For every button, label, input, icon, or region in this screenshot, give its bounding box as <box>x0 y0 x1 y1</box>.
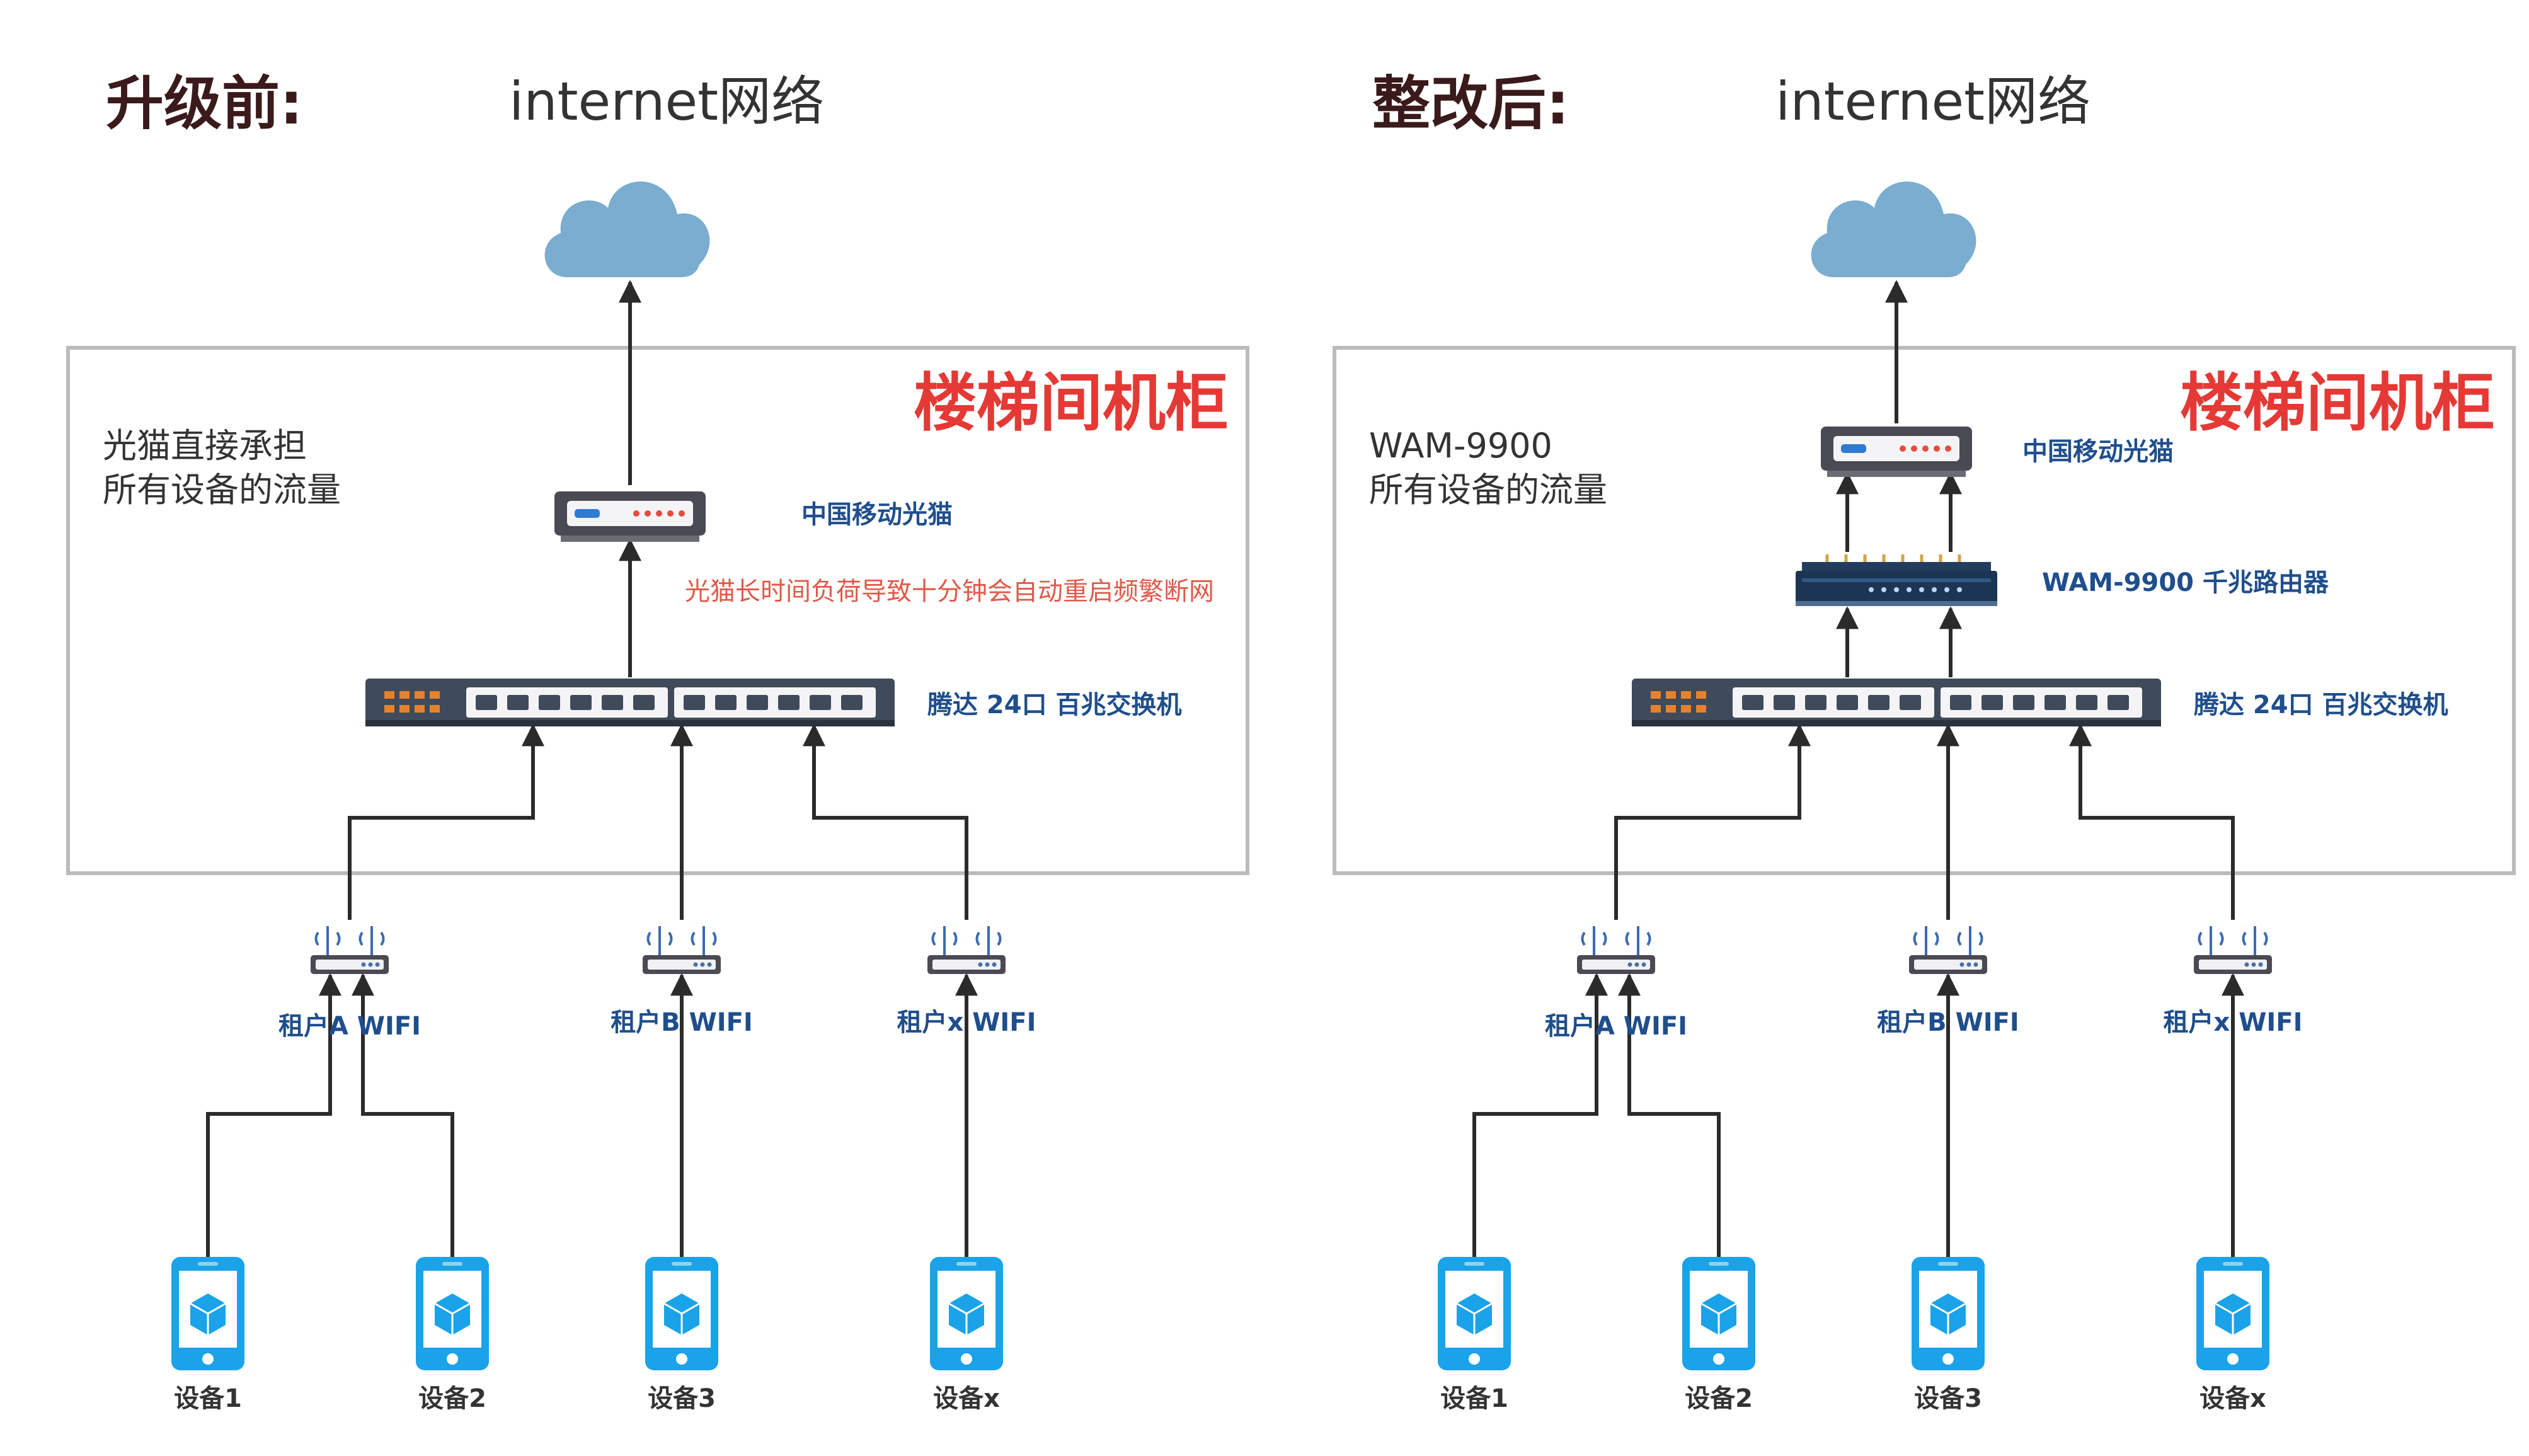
wifi-router-icon <box>2193 925 2273 975</box>
cabinet-box <box>66 346 1249 875</box>
device1-link <box>1472 973 1608 1260</box>
phone-device-icon <box>1910 1256 1986 1372</box>
device2-link <box>352 973 454 1260</box>
device-label: 设备2 <box>418 1384 486 1413</box>
panel-after: 整改后: internet网络 楼梯间机柜 WAM-9900 所有设备的流量 中… <box>1333 70 2516 1413</box>
wifi-a-to-switch-link <box>348 723 544 920</box>
internet-label: internet网络 <box>509 71 824 132</box>
wifi-label: 租户A WIFI <box>1545 1012 1687 1041</box>
modem-label: 中国移动光猫 <box>801 500 953 529</box>
router-label: WAM-9900 千兆路由器 <box>2042 568 2329 597</box>
warning-note: 光猫长时间负荷导致十分钟会自动重启频繁断网 <box>685 577 1214 606</box>
before-title: 升级前: <box>106 70 303 137</box>
cabinet-label: 楼梯间机柜 <box>914 366 1229 440</box>
wifi-label: 租户x WIFI <box>897 1008 1036 1037</box>
phone-device-icon <box>644 1256 720 1372</box>
optical-modem-icon <box>1821 427 1972 477</box>
device-label: 设备x <box>2199 1384 2266 1413</box>
device-label: 设备3 <box>1914 1384 1982 1413</box>
wifi-router-icon <box>309 925 390 975</box>
wifi-label: 租户A WIFI <box>278 1012 421 1041</box>
device-label: 设备1 <box>1440 1384 1508 1413</box>
wifi-router-icon <box>641 925 722 975</box>
phone-device-icon <box>1437 1256 1512 1372</box>
device1-link <box>206 973 341 1260</box>
desc-line-2: 所有设备的流量 <box>1369 470 1607 510</box>
gigabit-router-icon <box>1796 554 1997 606</box>
after-title: 整改后: <box>1372 70 1569 137</box>
internet-cloud-icon <box>1811 181 1976 277</box>
wifi-x-to-switch-link <box>803 723 968 920</box>
modem-label: 中国移动光猫 <box>2022 437 2174 466</box>
wifi-router-icon <box>926 925 1007 975</box>
phone-device-icon <box>170 1256 246 1372</box>
optical-modem-icon <box>554 491 706 542</box>
switch-label: 腾达 24口 百兆交换机 <box>2194 691 2448 719</box>
device-label: 设备3 <box>648 1384 716 1413</box>
desc-line-1: WAM-9900 <box>1369 426 1552 466</box>
desc-line-1: 光猫直接承担 <box>103 426 307 466</box>
switch-label: 腾达 24口 百兆交换机 <box>927 691 1182 719</box>
wifi-label: 租户B WIFI <box>611 1008 753 1037</box>
phone-device-icon <box>2195 1256 2271 1372</box>
switch-icon <box>1632 679 2161 726</box>
cabinet-label: 楼梯间机柜 <box>2180 366 2495 440</box>
wifi-label: 租户B WIFI <box>1877 1008 2019 1037</box>
wifi-router-icon <box>1576 925 1656 975</box>
device-label: 设备2 <box>1685 1384 1753 1413</box>
cabinet-box <box>1333 346 2516 875</box>
panel-before: 升级前: internet网络 楼梯间机柜 光猫直接承担 所有设备的流量 中国移… <box>66 70 1249 1413</box>
wifi-x-to-switch-link <box>2069 723 2235 920</box>
wifi-label: 租户x WIFI <box>2164 1008 2303 1037</box>
phone-device-icon <box>1681 1256 1757 1372</box>
switch-icon <box>365 679 895 726</box>
wifi-a-to-switch-link <box>1614 723 1811 920</box>
device-label: 设备x <box>933 1384 1000 1413</box>
device2-link <box>1618 973 1721 1260</box>
desc-line-2: 所有设备的流量 <box>103 470 341 510</box>
phone-device-icon <box>929 1256 1004 1372</box>
wifi-router-icon <box>1908 925 1988 975</box>
internet-cloud-icon <box>544 181 710 277</box>
phone-device-icon <box>415 1256 490 1372</box>
device-label: 设备1 <box>174 1384 242 1413</box>
internet-label: internet网络 <box>1775 71 2090 132</box>
